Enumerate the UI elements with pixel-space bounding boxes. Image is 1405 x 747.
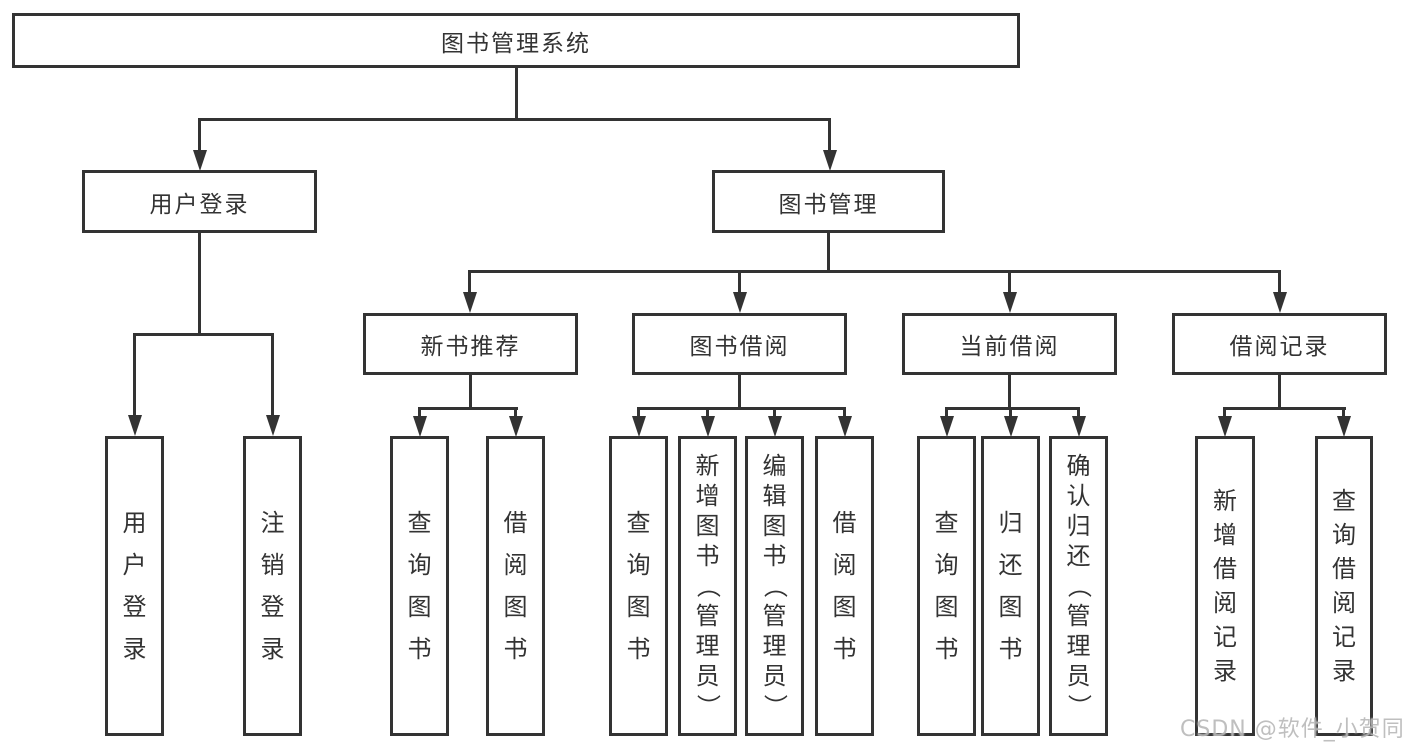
leaf-edit-books-admin-label: 编辑图书（管理员） [760,452,789,718]
arrowhead-icon [701,416,715,437]
arrowhead-icon [768,416,782,437]
leaf-edit-books-admin: 编辑图书（管理员） [745,436,804,736]
connector-line [637,407,640,418]
node-root-label: 图书管理系统 [441,30,591,57]
leaf-add-borrow-record: 新增借阅记录 [1195,436,1255,736]
connector-line [1077,407,1080,418]
leaf-confirm-return-admin: 确认归还（管理员） [1049,436,1108,736]
connector-line [198,118,201,151]
node-borrow-records: 借阅记录 [1172,313,1387,375]
connector-line [843,407,846,418]
connector-line [773,407,776,418]
leaf-add-borrow-record-label: 新增借阅记录 [1213,487,1237,685]
leaf-user-login-label: 用户登录 [122,509,147,663]
leaf-borrow-books-1: 借阅图书 [486,436,545,736]
connector-line [418,407,421,418]
connector-line [468,270,1280,273]
leaf-query-borrow-record-label: 查询借阅记录 [1332,487,1356,685]
arrowhead-icon [1003,292,1017,313]
leaf-borrow-books-2-label: 借阅图书 [832,509,857,663]
arrowhead-icon [632,416,646,437]
connector-line [1009,407,1012,418]
arrowhead-icon [266,415,280,436]
connector-line [1008,270,1011,295]
connector-line [515,68,518,118]
leaf-query-books-2-label: 查询图书 [626,509,651,663]
node-book-borrow: 图书借阅 [632,313,847,375]
node-borrow-records-label: 借阅记录 [1229,334,1330,360]
connector-line [828,118,831,151]
arrowhead-icon [193,150,207,171]
node-new-book-recommend-label: 新书推荐 [420,334,521,360]
arrowhead-icon [509,416,523,437]
csdn-watermark: CSDN @软件_小贺同学 [1180,717,1405,742]
arrowhead-icon [1218,416,1232,437]
leaf-query-books-1-label: 查询图书 [407,509,432,663]
connector-line [1223,407,1346,410]
leaf-borrow-books-2: 借阅图书 [815,436,874,736]
node-user-login-label: 用户登录 [149,191,250,218]
leaf-add-books-admin-label: 新增图书（管理员） [693,452,722,718]
node-user-login: 用户登录 [82,170,317,233]
node-book-management: 图书管理 [712,170,945,233]
leaf-query-books-1: 查询图书 [390,436,449,736]
connector-line [945,407,948,418]
arrowhead-icon [1072,416,1086,437]
node-book-management-label: 图书管理 [778,191,879,218]
leaf-return-books: 归还图书 [981,436,1040,736]
connector-line [1342,407,1345,418]
arrowhead-icon [823,150,837,171]
connector-line [945,407,1080,410]
leaf-query-books-3: 查询图书 [917,436,976,736]
connector-line [198,118,831,121]
connector-line [1008,375,1011,409]
connector-line [469,375,472,409]
connector-line [1278,270,1281,295]
connector-line [133,333,274,336]
arrowhead-icon [1273,292,1287,313]
node-new-book-recommend: 新书推荐 [363,313,578,375]
arrowhead-icon [1337,416,1351,437]
connector-line [706,407,709,418]
arrowhead-icon [1004,416,1018,437]
arrowhead-icon [838,416,852,437]
leaf-borrow-books-1-label: 借阅图书 [503,509,528,663]
connector-line [637,407,846,410]
arrowhead-icon [413,416,427,437]
connector-line [271,333,274,416]
arrowhead-icon [128,415,142,436]
arrowhead-icon [940,416,954,437]
arrowhead-icon [463,292,477,313]
connector-line [827,233,830,272]
connector-line [514,407,517,418]
connector-line [1278,375,1281,409]
connector-line [468,270,471,295]
leaf-return-books-label: 归还图书 [998,509,1023,663]
leaf-query-borrow-record: 查询借阅记录 [1315,436,1373,736]
connector-line [738,270,741,295]
leaf-user-login: 用户登录 [105,436,164,736]
leaf-query-books-2: 查询图书 [609,436,668,736]
leaf-logout-label: 注销登录 [260,509,285,663]
connector-line [198,233,201,335]
leaf-add-books-admin: 新增图书（管理员） [678,436,737,736]
node-current-borrow: 当前借阅 [902,313,1117,375]
connector-line [738,375,741,409]
arrowhead-icon [733,292,747,313]
leaf-confirm-return-admin-label: 确认归还（管理员） [1064,452,1093,718]
node-root-library-system: 图书管理系统 [12,13,1020,68]
connector-line [1223,407,1226,418]
node-current-borrow-label: 当前借阅 [959,334,1060,360]
connector-line [418,407,518,410]
node-book-borrow-label: 图书借阅 [689,334,790,360]
connector-line [133,333,136,416]
leaf-query-books-3-label: 查询图书 [934,509,959,663]
leaf-logout: 注销登录 [243,436,302,736]
